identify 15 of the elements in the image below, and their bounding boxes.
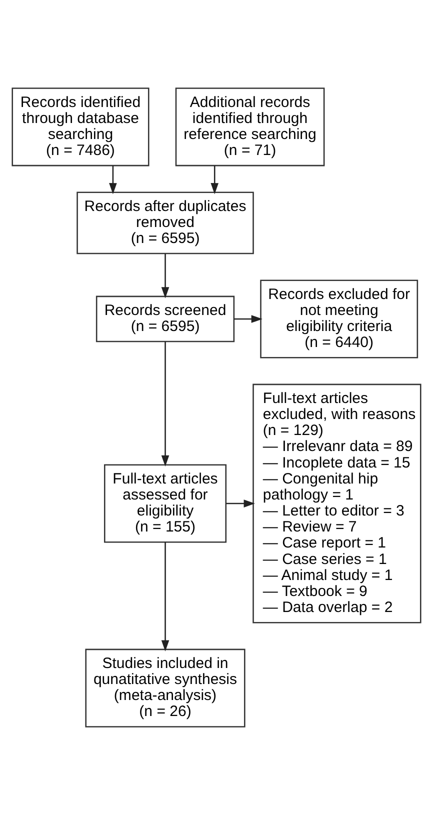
node-box: Studies included in qunatitative synthesis (meta-analysis) (n = 26) [85,648,246,728]
arrow [234,315,262,323]
node-box: Records screened (n = 6595) [96,296,235,342]
node-box: Records excluded for not meeting eligibility criteria (n = 6440) [260,280,418,358]
arrow [226,500,255,508]
node-box: Records identified through database searching (n = 7486) [12,88,150,166]
arrow [161,542,170,652]
node-box: Full-text articles assessed for eligibility (n = 155) [104,464,227,543]
node-box: Full-text articles excluded, with reasons (n = 129) — Irrelevanr data = 89 — Incoplete data = 15 — Congenital hip pathology = 1 — Letter to editor = 3 — Review = 7 — Case report = 1 — Case series = 1 — Animal study = 1 — Textbook = 9 — Data overlap = 2 [252,384,422,624]
arrow [161,342,170,467]
arrow [210,166,219,194]
arrow [161,254,170,298]
node-box: Records after duplicates removed (n = 6595) [76,192,254,254]
arrow [109,166,117,194]
node-box: Additional records identified through reference searching (n = 71) [175,88,325,166]
